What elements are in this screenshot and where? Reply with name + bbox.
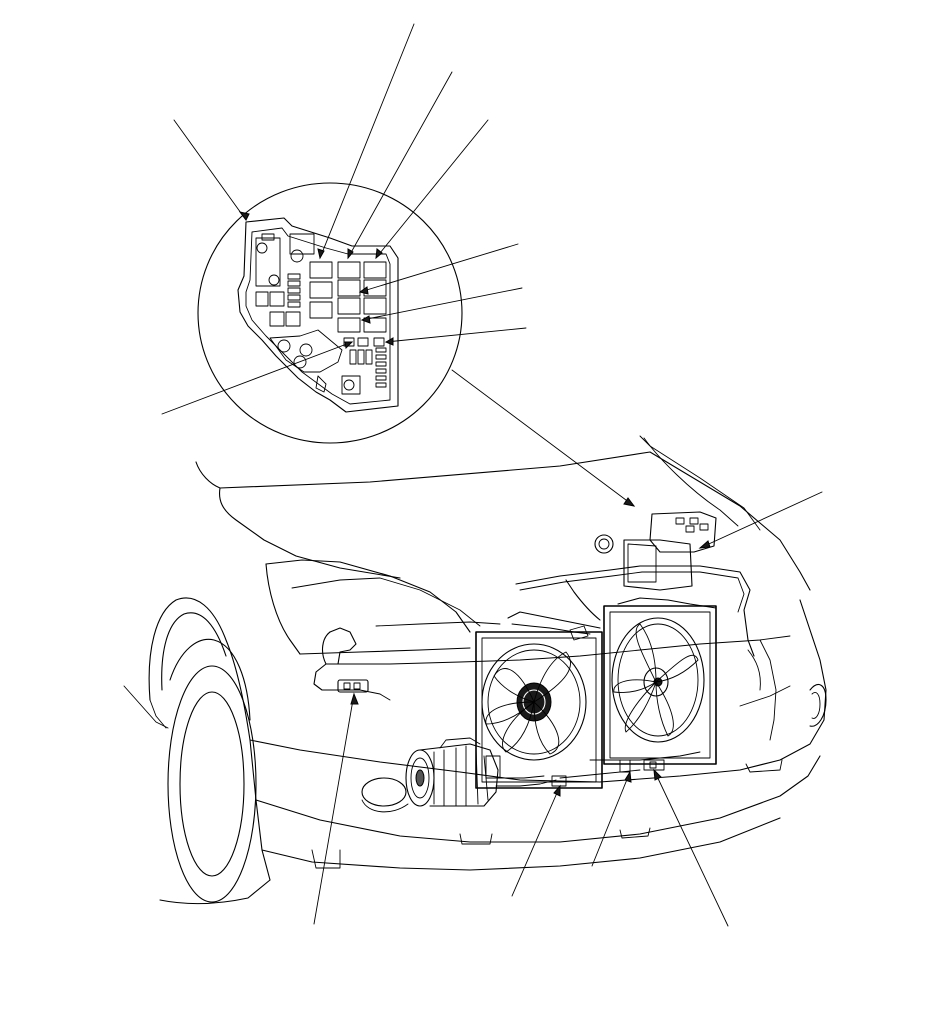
front-tire-outer xyxy=(167,665,257,903)
radiator-left-shroud xyxy=(475,631,603,789)
front-tire-inner xyxy=(179,691,245,877)
hood-prop xyxy=(639,435,761,531)
relay-box-left-block xyxy=(255,233,315,327)
leader-relay-box xyxy=(699,491,823,549)
bumper-lower xyxy=(255,755,821,843)
hood-front-edge xyxy=(218,487,401,579)
ac-compressor xyxy=(405,737,557,807)
left-edge-leader xyxy=(123,685,169,729)
inset-zoom-arrowhead xyxy=(623,497,636,507)
leader-lower-3 xyxy=(591,771,631,867)
bumper-top xyxy=(249,599,827,783)
leader-lower-2 xyxy=(511,785,561,897)
left-cooling-fan xyxy=(481,643,587,761)
inset-leader-lines xyxy=(161,23,527,415)
relay-box-body xyxy=(623,539,693,591)
leader-inset-6 xyxy=(361,287,523,321)
under-hood-relay-box xyxy=(594,491,823,591)
inset-detail xyxy=(161,23,636,507)
relay-box-outline xyxy=(237,217,399,413)
leader-inset-7 xyxy=(385,327,527,343)
radiator-assembly xyxy=(475,579,717,789)
leader-lower-1 xyxy=(313,693,355,925)
headlight-top xyxy=(265,559,471,633)
relay-box-lower-block xyxy=(269,329,387,395)
upper-hose xyxy=(507,611,601,629)
left-sensor-connector xyxy=(337,679,369,693)
inset-circle xyxy=(197,182,463,444)
leader-inset-3 xyxy=(347,71,453,259)
inset-zoom-line xyxy=(451,369,635,507)
lower-leader-lines xyxy=(313,692,729,927)
left-harness-loop xyxy=(313,631,339,691)
relay-box-relay-grid xyxy=(309,261,387,347)
sensors-connectors xyxy=(337,679,665,787)
leader-inset-5 xyxy=(359,243,519,293)
leader-inset-8 xyxy=(161,341,353,415)
fog-light xyxy=(361,777,407,807)
leader-inset-1 xyxy=(173,119,247,221)
radiator-right-shroud xyxy=(603,605,717,765)
leader-inset-4 xyxy=(375,119,489,259)
hood-outline xyxy=(195,451,811,591)
wiring-harness xyxy=(291,565,791,779)
leader-lower-4 xyxy=(653,769,729,927)
reservoir-cap xyxy=(594,534,614,554)
right-cooling-fan xyxy=(611,617,705,743)
vehicle-body xyxy=(123,435,827,905)
leader-inset-2 xyxy=(319,23,415,259)
bumper-tow-hook xyxy=(311,849,341,869)
right-headlight xyxy=(809,684,827,727)
wheel-arch xyxy=(148,597,271,881)
headlight-side xyxy=(265,563,301,655)
